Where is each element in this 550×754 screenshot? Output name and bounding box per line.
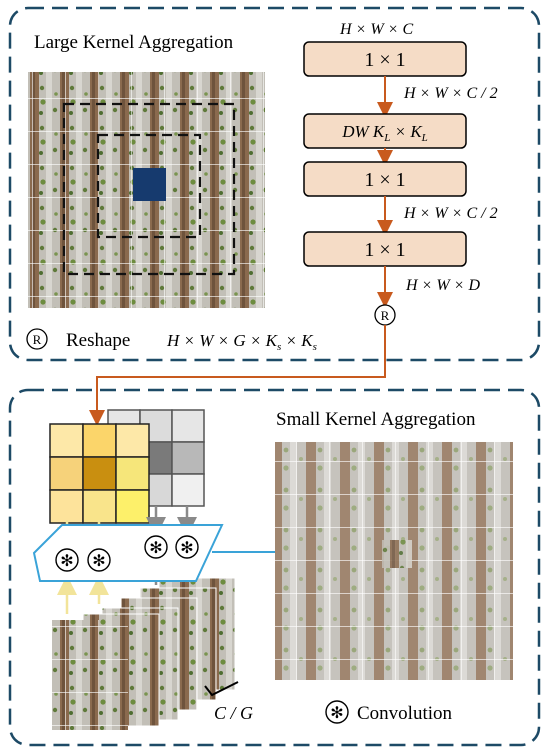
conv-nodes: ✻ ✻ ✻ ✻ bbox=[55, 535, 199, 572]
op-box-1: 1 × 1 bbox=[303, 41, 467, 77]
op-box-1-label: 1 × 1 bbox=[364, 49, 405, 71]
svg-text:✻: ✻ bbox=[92, 553, 105, 570]
large-kernel-window bbox=[62, 102, 236, 276]
mid-kernel-window bbox=[96, 133, 202, 239]
svg-text:✻: ✻ bbox=[149, 540, 162, 557]
kernel-cell bbox=[49, 489, 84, 524]
kernel-cell bbox=[115, 423, 150, 458]
op-box-2: DW KL × KL bbox=[303, 113, 467, 149]
svg-text:R: R bbox=[33, 332, 42, 347]
svg-text:R: R bbox=[381, 308, 390, 323]
top-panel-border bbox=[8, 6, 541, 362]
kernel-cell bbox=[115, 489, 150, 524]
kernel-cell bbox=[82, 489, 117, 524]
op-box-3-label: 1 × 1 bbox=[364, 169, 405, 191]
op-box-4: 1 × 1 bbox=[303, 231, 467, 267]
reshape-legend-label: Reshape bbox=[66, 330, 130, 351]
arrow-reshape-to-kernel bbox=[89, 325, 386, 426]
kernel-cell bbox=[171, 409, 205, 443]
dims-after-op4: H × W × D bbox=[405, 277, 480, 294]
conv-legend-label: Convolution bbox=[357, 703, 453, 724]
field-image-small bbox=[275, 442, 513, 680]
kernel-cell bbox=[171, 473, 205, 507]
kernel-cell bbox=[82, 456, 117, 491]
dims-after-op1: H × W × C / 2 bbox=[403, 85, 498, 102]
kernel-cell bbox=[49, 456, 84, 491]
svg-text:✻: ✻ bbox=[60, 553, 73, 570]
kernel-cell bbox=[49, 423, 84, 458]
center-pixel-highlight bbox=[133, 168, 166, 201]
dims-after-op3: H × W × C / 2 bbox=[403, 205, 498, 222]
group-feature-stack bbox=[52, 577, 236, 730]
kernel-cell bbox=[82, 423, 117, 458]
kernel-cell bbox=[115, 456, 150, 491]
bottom-panel-title: Small Kernel Aggregation bbox=[276, 409, 476, 430]
svg-text:✻: ✻ bbox=[330, 705, 343, 722]
dims-input: H × W × C bbox=[339, 21, 413, 38]
reshape-dims: H × W × G × Ks × Ks bbox=[166, 331, 317, 353]
reshape-legend: R Reshape bbox=[26, 328, 130, 351]
top-panel-title: Large Kernel Aggregation bbox=[34, 32, 234, 53]
op-box-3: 1 × 1 bbox=[303, 161, 467, 197]
conv-legend: ✻ Convolution bbox=[325, 700, 453, 724]
bottom-panel-border bbox=[8, 388, 541, 747]
group-bracket bbox=[204, 681, 239, 697]
op-box-2-label: DW KL × KL bbox=[341, 122, 428, 144]
yellow-kernel bbox=[49, 423, 150, 524]
svg-text:✻: ✻ bbox=[180, 540, 193, 557]
group-label: C / G bbox=[214, 703, 253, 723]
kernel-cell bbox=[171, 441, 205, 475]
conv-group-box bbox=[32, 524, 224, 582]
op-box-4-label: 1 × 1 bbox=[364, 239, 405, 261]
field-image-large bbox=[28, 72, 265, 308]
reshape-node: R bbox=[374, 304, 396, 326]
